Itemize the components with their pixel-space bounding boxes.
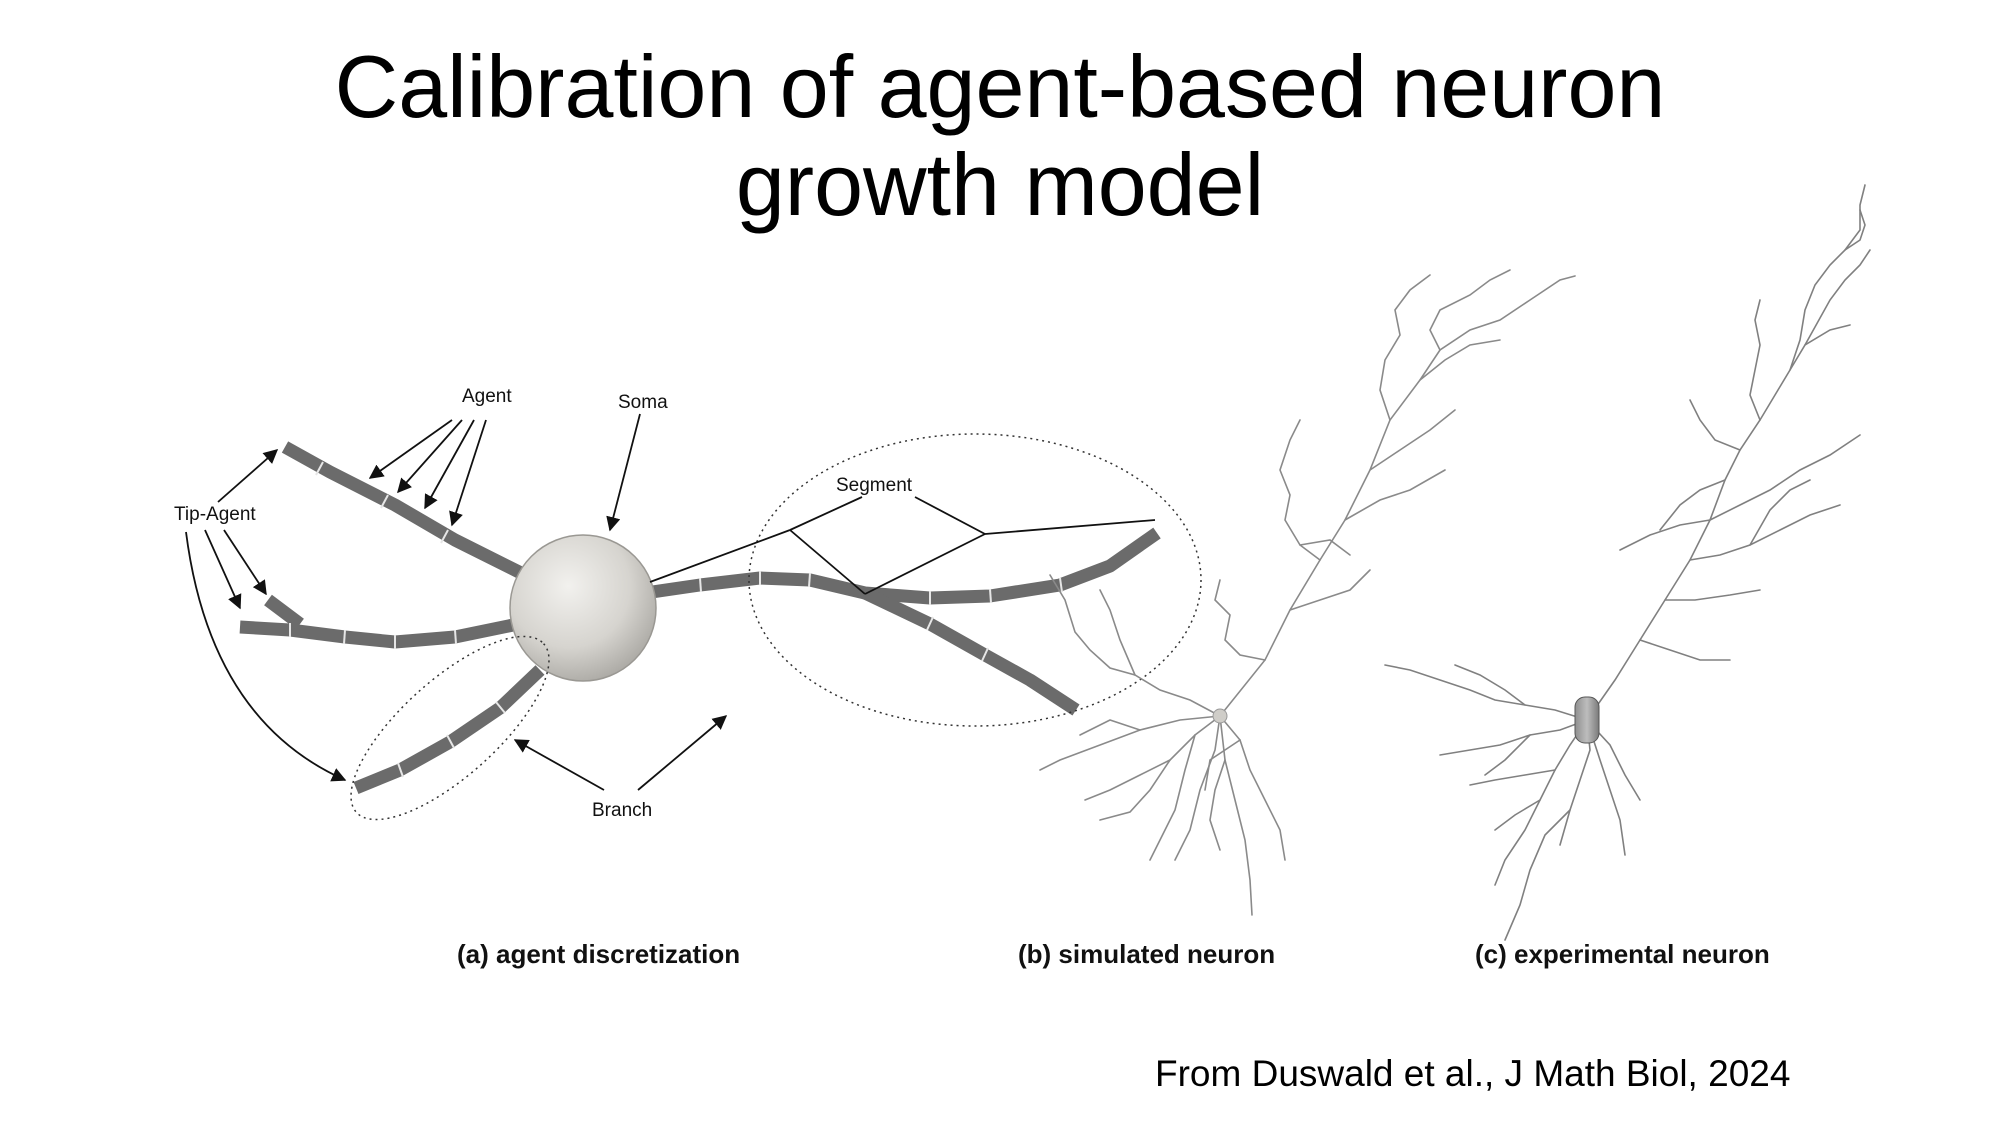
- dendrite-cables: [239, 441, 1161, 795]
- dendrite-tip-branch: [264, 594, 304, 630]
- panel-a-agent-discretization: Agent Soma Tip-Agent Segment Branch: [174, 386, 1202, 821]
- segment-separators: [289, 461, 1063, 778]
- label-tip-agent: Tip-Agent: [174, 504, 256, 525]
- caption-b: (b) simulated neuron: [1018, 939, 1275, 969]
- simulated-soma: [1212, 708, 1228, 724]
- panel-c-experimental-neuron: [1384, 184, 1871, 941]
- label-soma: Soma: [618, 392, 668, 413]
- label-branch: Branch: [592, 800, 652, 821]
- soma-sphere: [509, 534, 657, 682]
- label-segment: Segment: [836, 475, 913, 496]
- experimental-soma: [1574, 696, 1600, 744]
- branch-ellipse-large: [748, 433, 1202, 727]
- label-agent: Agent: [462, 386, 512, 407]
- title-line-1: Calibration of agent-based neuron: [334, 37, 1666, 136]
- slide-title: Calibration of agent-based neuron growth…: [0, 38, 2000, 234]
- dendrite-right: [651, 527, 1161, 605]
- caption-c: (c) experimental neuron: [1475, 939, 1770, 969]
- panel-b-simulated-neuron: [1039, 269, 1576, 916]
- dendrite-left: [239, 617, 520, 649]
- dendrite-right-lower: [862, 587, 1080, 716]
- caption-a: (a) agent discretization: [457, 939, 740, 969]
- dendrite-upper-left: [281, 441, 528, 581]
- citation: From Duswald et al., J Math Biol, 2024: [1155, 1053, 1791, 1094]
- dendrite-lower-left: [353, 665, 545, 795]
- segment-leader-lines: [649, 496, 1156, 595]
- annotation-arrows: [185, 413, 728, 791]
- title-line-2: growth model: [735, 135, 1265, 234]
